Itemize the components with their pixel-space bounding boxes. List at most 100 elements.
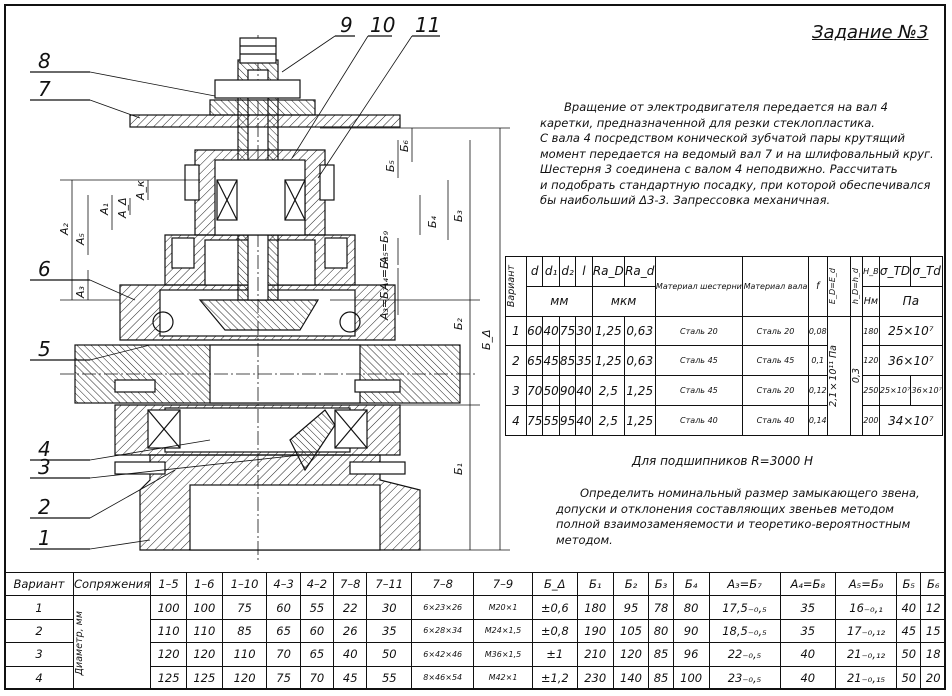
header-cell: Вариант: [4, 571, 74, 597]
dim-a5-b9: A₅=Б₉: [378, 230, 391, 265]
description-line: каретки, предназначенной для резки стекл…: [540, 115, 875, 130]
header-e: E_D=E_d: [826, 256, 851, 317]
cell: 36×10⁷: [878, 345, 944, 377]
cell: 65: [266, 618, 301, 644]
cell: 30: [575, 315, 593, 347]
cell: 55: [299, 595, 335, 620]
part-label-9: 9: [340, 13, 353, 37]
cell: 75: [558, 315, 577, 347]
dim-ak: A_к: [134, 180, 147, 201]
cell: 40: [542, 315, 560, 347]
cell: 4: [505, 405, 527, 436]
cell: 1: [505, 315, 527, 347]
cell: 125: [185, 665, 223, 691]
dim-b3: Б₃: [452, 209, 465, 222]
cell: 3: [505, 375, 527, 407]
cell: Сталь 45: [742, 345, 809, 377]
cell: 110: [221, 642, 268, 667]
description-line: бы наибольший Δ3-3. Запрессовка механичн…: [540, 193, 831, 207]
header-sigma-td-cap: σ_TD: [878, 256, 912, 287]
part-label-3: 3: [38, 455, 51, 479]
cell: 3: [4, 642, 74, 667]
dim-a3-b7: A₃=Б₇: [378, 286, 391, 321]
cell: M36×1,5: [473, 642, 533, 667]
cell: 0,08: [807, 315, 828, 347]
dim-b4: Б₄: [426, 215, 439, 228]
header-cell: Б₃: [648, 571, 674, 597]
cell: 210: [576, 642, 614, 667]
cell: ±1: [531, 642, 578, 667]
cell: 6×23×26: [411, 595, 475, 620]
cell: Сталь 20: [742, 315, 809, 347]
cell: 100: [185, 595, 223, 620]
description-line: Вращение от электродвигателя передается …: [564, 100, 888, 114]
cell: 65: [299, 642, 335, 667]
variant-table: Вариант d d₁ d₂ l Ra_D Ra_d Материал шес…: [505, 256, 944, 437]
cell: 35: [575, 345, 593, 377]
header-d: d: [525, 256, 544, 287]
cell: 78: [648, 595, 674, 620]
table-row: 4 75 55 95 40 2,5 1,25 Сталь 40 Сталь 40…: [505, 405, 944, 436]
cell: 85: [221, 618, 268, 644]
cell: 12: [920, 595, 946, 620]
header-material-shaft: Материал вала: [742, 256, 809, 317]
bearing-note: Для подшипников R=3000 Н: [632, 454, 814, 468]
table-row: 1 Диаметр, мм 100 100 75 60 55 22 30 6×2…: [4, 595, 946, 690]
cell: ±0,6: [531, 595, 578, 620]
header-cell: 1–5: [150, 571, 187, 597]
cell: 75: [266, 665, 301, 691]
part-label-4: 4: [38, 437, 51, 461]
header-h-text: h_D=h_d: [850, 268, 860, 305]
cell: 25×10⁷: [878, 375, 912, 407]
cell: 75: [221, 595, 268, 620]
part-label-8: 8: [38, 49, 51, 73]
cell: 35: [366, 618, 413, 644]
cell: ±0,8: [531, 618, 578, 644]
cell: 15: [920, 618, 946, 644]
header-d2: d₂: [558, 256, 577, 287]
header-cell: Б_Δ: [531, 571, 578, 597]
header-cell: Сопряжения: [72, 571, 152, 597]
cell: 45: [542, 345, 560, 377]
cell: 60: [525, 315, 544, 347]
task-text: Определить номинальный размер замыкающег…: [556, 486, 936, 548]
dim-b5: Б₅: [384, 160, 397, 172]
dim-b2: Б₂: [452, 317, 465, 330]
cell: 0,1: [807, 345, 828, 377]
header-cell: 7–9: [473, 571, 533, 597]
dim-a4-b8: A₄=Б₈: [378, 256, 391, 291]
cell: 180: [862, 315, 880, 347]
description: Вращение от электродвигателя передается …: [540, 100, 940, 209]
header-sigma-td: σ_Td: [910, 256, 943, 287]
cell: 100: [150, 595, 187, 620]
dim-a3: A₃: [74, 285, 87, 299]
cell: Сталь 45: [654, 375, 744, 407]
cell: 70: [266, 642, 301, 667]
table-row: 1 60 40 75 30 1,25 0,63 Сталь 20 Сталь 2…: [505, 315, 944, 437]
dim-b-delta: Б_Δ: [480, 329, 493, 350]
header-cell: 7–8: [333, 571, 368, 597]
header-cell: Б₆: [920, 571, 946, 597]
cell: Сталь 45: [654, 345, 744, 377]
cell: 140: [612, 665, 650, 691]
task-line: методом.: [556, 532, 613, 547]
cell: 6×28×34: [411, 618, 475, 644]
table-row: 3 120 120 110 70 65 40 50 6×42×46 M36×1,…: [4, 642, 946, 667]
cell: 190: [576, 618, 614, 644]
cell: 50: [896, 665, 922, 691]
cell: 8×46×54: [411, 665, 475, 691]
cell: 50: [366, 642, 413, 667]
cell: 70: [299, 665, 335, 691]
task-line: Определить номинальный размер замыкающег…: [580, 486, 920, 500]
header-f: f: [807, 256, 828, 317]
cell: 100: [672, 665, 710, 691]
cell: 2: [4, 618, 74, 644]
cell: 20: [920, 665, 946, 691]
cell: 40: [779, 665, 837, 691]
cell: 80: [648, 618, 674, 644]
cell: 35: [779, 618, 837, 644]
cell: 30: [366, 595, 413, 620]
merged-e: 2,1×10¹¹ Па: [826, 315, 851, 437]
part-label-10: 10: [370, 13, 395, 37]
cell: 90: [672, 618, 710, 644]
